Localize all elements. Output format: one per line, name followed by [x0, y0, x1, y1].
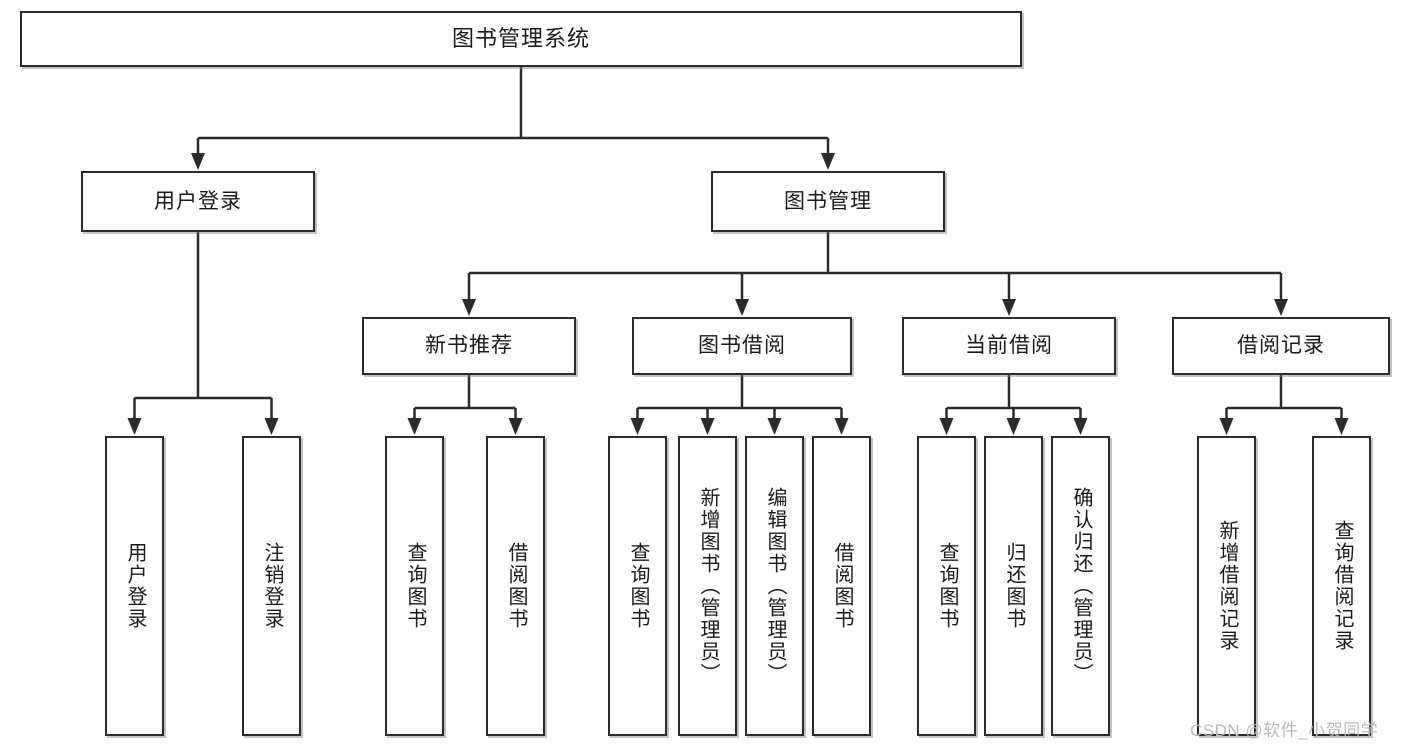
arrowhead-icon — [407, 418, 422, 435]
node-user-login[interactable]: 用户登录 — [81, 171, 315, 232]
node-label: 借阅图书 — [831, 542, 853, 630]
arrowhead-icon — [834, 418, 849, 435]
node-label: 图书管理 — [784, 189, 872, 213]
node-label: 新增图书（管理员） — [697, 487, 719, 685]
arrowhead-icon — [462, 299, 476, 316]
arrowhead-icon — [630, 418, 645, 435]
node-label: 注销登录 — [261, 542, 283, 630]
node-leaf-user-login[interactable]: 用户登录 — [105, 436, 164, 736]
node-leaf-borrow-book-2[interactable]: 借阅图书 — [812, 436, 871, 736]
node-label: 新增借阅记录 — [1216, 520, 1238, 652]
arrowhead-icon — [700, 418, 715, 435]
node-label: 查询借阅记录 — [1331, 520, 1353, 652]
arrowhead-icon — [1334, 418, 1349, 435]
arrowhead-icon — [191, 153, 205, 170]
arrowhead-icon — [1002, 299, 1016, 316]
node-leaf-add-record[interactable]: 新增借阅记录 — [1197, 436, 1256, 736]
arrowhead-icon — [1073, 418, 1088, 435]
node-book-manage[interactable]: 图书管理 — [711, 171, 945, 232]
node-label: 归还图书 — [1003, 542, 1025, 630]
node-label: 借阅图书 — [505, 542, 527, 630]
node-label: 查询图书 — [404, 542, 426, 630]
node-leaf-query-book-1[interactable]: 查询图书 — [385, 436, 444, 736]
node-leaf-edit-book[interactable]: 编辑图书（管理员） — [745, 436, 804, 736]
arrowhead-icon — [1219, 418, 1234, 435]
arrowhead-icon — [1274, 299, 1288, 316]
node-label: 编辑图书（管理员） — [764, 487, 786, 685]
node-new-book-recommend[interactable]: 新书推荐 — [362, 317, 576, 375]
node-label: 新书推荐 — [425, 334, 513, 358]
arrowhead-icon — [767, 418, 782, 435]
node-label: 查询图书 — [936, 542, 958, 630]
node-current-borrow[interactable]: 当前借阅 — [902, 317, 1116, 375]
node-label: 用户登录 — [154, 189, 242, 213]
arrowhead-icon — [939, 418, 954, 435]
arrowhead-icon — [127, 418, 142, 435]
node-label: 图书借阅 — [698, 334, 786, 358]
arrowhead-icon — [508, 418, 523, 435]
node-label: 用户登录 — [124, 542, 146, 630]
node-label: 查询图书 — [627, 542, 649, 630]
node-leaf-confirm-return[interactable]: 确认归还（管理员） — [1051, 436, 1110, 736]
node-label: 借阅记录 — [1237, 334, 1325, 358]
node-label: 当前借阅 — [965, 334, 1053, 358]
node-leaf-borrow-book-1[interactable]: 借阅图书 — [486, 436, 545, 736]
node-leaf-return-book[interactable]: 归还图书 — [984, 436, 1043, 736]
arrowhead-icon — [735, 299, 749, 316]
node-borrow-record[interactable]: 借阅记录 — [1172, 317, 1390, 375]
node-leaf-query-record[interactable]: 查询借阅记录 — [1312, 436, 1371, 736]
arrowhead-icon — [821, 153, 835, 170]
arrowhead-icon — [264, 418, 279, 435]
node-leaf-query-book-3[interactable]: 查询图书 — [917, 436, 976, 736]
node-leaf-logout[interactable]: 注销登录 — [242, 436, 301, 736]
node-leaf-add-book[interactable]: 新增图书（管理员） — [678, 436, 737, 736]
node-label: 确认归还（管理员） — [1070, 487, 1092, 685]
node-book-borrow[interactable]: 图书借阅 — [632, 317, 852, 375]
node-root[interactable]: 图书管理系统 — [20, 11, 1022, 67]
arrowhead-icon — [1006, 418, 1021, 435]
node-leaf-query-book-2[interactable]: 查询图书 — [608, 436, 667, 736]
node-label: 图书管理系统 — [451, 25, 590, 51]
